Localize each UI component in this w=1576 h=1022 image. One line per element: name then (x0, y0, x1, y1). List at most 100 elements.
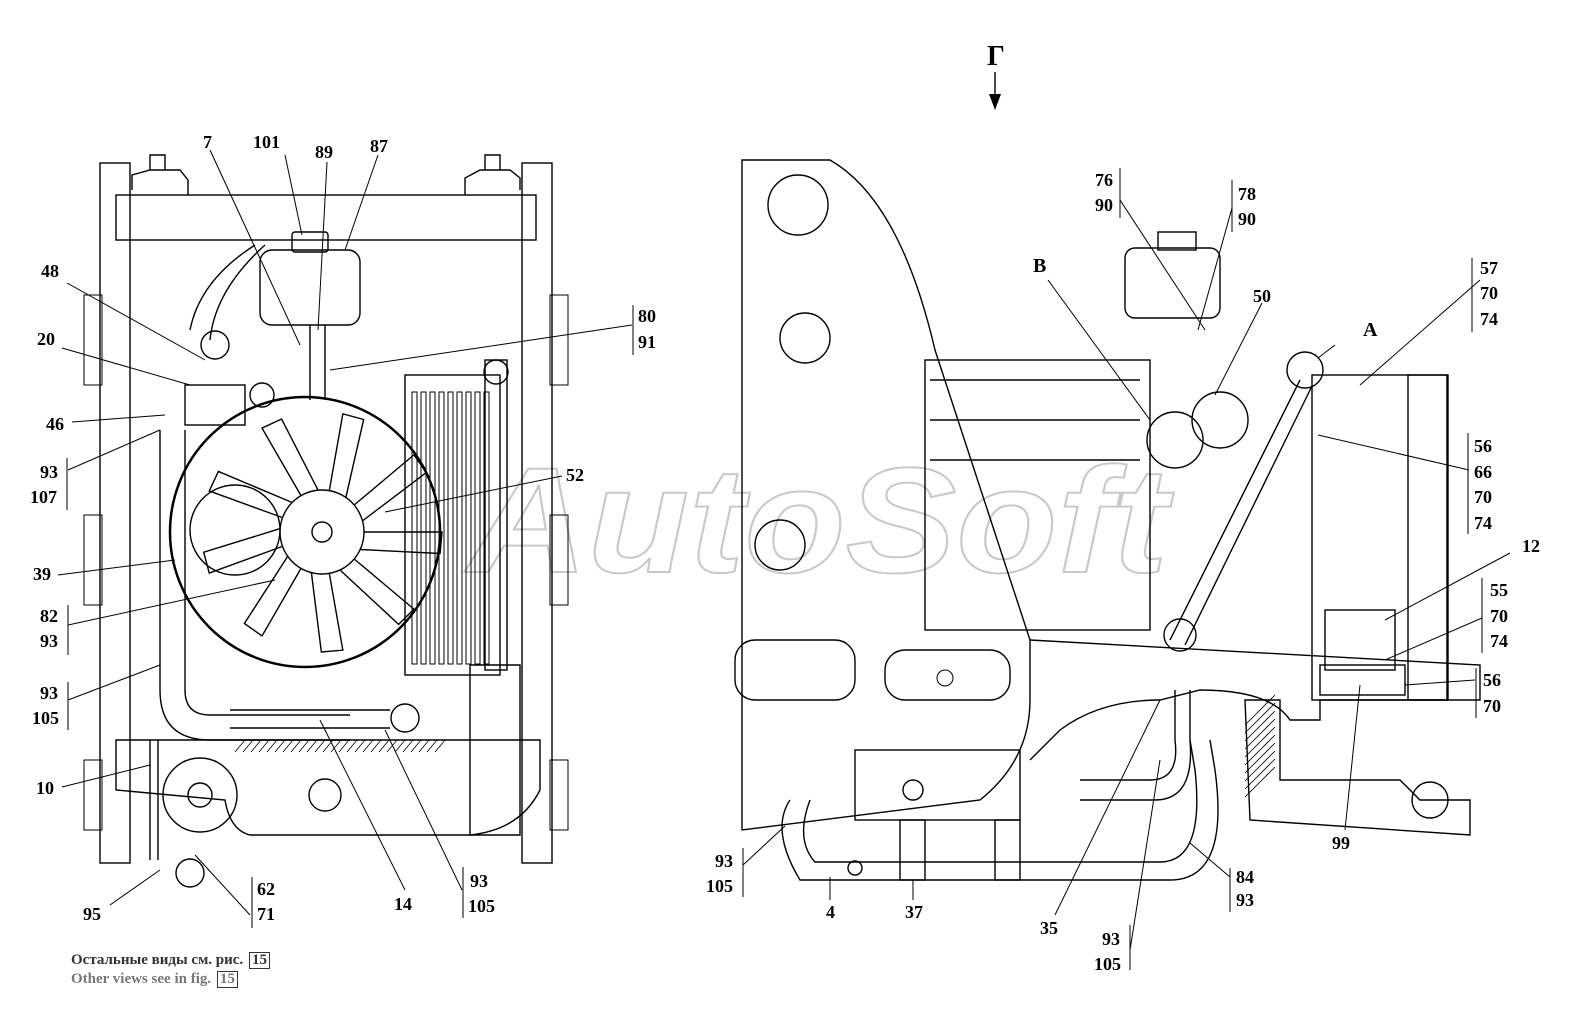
hatch-right (1244, 694, 1276, 798)
tensioner-pulley (1163, 618, 1197, 652)
radiator-post-top (483, 359, 509, 385)
callout-39: 39 (33, 564, 51, 584)
callout-87: 87 (370, 136, 388, 156)
callout-105-lower: 105 (706, 876, 733, 896)
coolant-pipe-14 (230, 709, 390, 729)
radiator-side-view (1311, 374, 1448, 701)
hatch-stroke (250, 739, 262, 753)
hatch-stroke (354, 739, 366, 753)
detail-label-a: А (1363, 319, 1378, 341)
water-pump-pulley (200, 330, 230, 360)
callout-95: 95 (83, 904, 101, 924)
note-en-fig-ref[interactable]: 15 (216, 971, 238, 988)
note-en-text: Other views see in fig. (71, 971, 212, 987)
right-side-flange-3 (549, 759, 569, 831)
callout-70-d: 70 (1483, 696, 1501, 716)
hatch-stroke (242, 739, 254, 753)
callouts-left: 7 101 89 87 48 20 46 93 107 39 82 93 93 … (30, 132, 656, 924)
callout-93-84: 93 (1236, 890, 1254, 910)
callout-93-bottom: 93 (470, 871, 488, 891)
callout-71: 71 (257, 904, 275, 924)
left-frame-rail (99, 162, 131, 864)
view-label-g: Г (987, 41, 1005, 72)
water-pump-50 (1191, 391, 1249, 449)
view-arrow-head (989, 94, 1001, 110)
callout-74-c: 74 (1490, 631, 1508, 651)
right-lifting-bracket (464, 154, 521, 195)
callout-90-a: 90 (1095, 195, 1113, 215)
radiator-fin (411, 391, 418, 665)
hatch-stroke (402, 739, 414, 753)
fan-blade (353, 453, 428, 522)
radiator-base-99 (1319, 664, 1406, 696)
hatch-stroke (234, 739, 246, 753)
bottom-plate-hole (308, 778, 342, 812)
detail-label-v: В (1033, 255, 1046, 277)
hose-89 (309, 325, 326, 400)
coolant-pipe-39-inner (184, 430, 350, 716)
fan-blade (339, 558, 415, 626)
bottom-mounting-plate (115, 739, 541, 836)
callout-90-b: 90 (1238, 209, 1256, 229)
drain-pipe-10 (149, 740, 159, 860)
callout-93-105-top: 93 (40, 683, 58, 703)
callout-62: 62 (257, 879, 275, 899)
callout-35: 35 (1040, 918, 1058, 938)
radiator-tank (1407, 374, 1449, 701)
filter-mount-2 (994, 819, 1021, 881)
hose-upper (189, 244, 266, 341)
idler-pulley (1146, 411, 1204, 469)
callout-82: 82 (40, 606, 58, 626)
hatch-stroke (1244, 742, 1276, 774)
hatch-stroke (386, 739, 398, 753)
callout-105-right: 105 (1094, 954, 1121, 974)
left-side-flange-3 (83, 759, 103, 831)
callout-89: 89 (315, 142, 333, 162)
frame-slot-2 (884, 649, 1011, 701)
note-en: Other views see in fig. 15 (71, 970, 238, 989)
hatch-stroke (338, 739, 350, 753)
expansion-tank (259, 249, 361, 326)
frame-hole-2 (779, 312, 831, 364)
callout-66: 66 (1474, 462, 1492, 482)
hatch-stroke (362, 739, 374, 753)
callout-93-lower: 93 (715, 851, 733, 871)
hatch-stroke (1244, 758, 1276, 790)
hose-clamp-93 (847, 860, 863, 876)
callout-105-left: 105 (32, 708, 59, 728)
hatch-stroke (418, 739, 430, 753)
hatch-stroke (1244, 710, 1276, 742)
top-crossmember (115, 194, 537, 241)
radiator-fin (447, 391, 454, 665)
callout-78: 78 (1238, 184, 1256, 204)
drain-housing-core (187, 782, 213, 808)
hatch-stroke (410, 739, 422, 753)
lower-chassis-rail (1029, 639, 1481, 761)
thermostat-housing-20 (184, 384, 246, 426)
callout-56-b: 56 (1483, 670, 1501, 690)
hatch-stroke (1244, 694, 1276, 726)
lower-pipe-4 (781, 739, 1219, 881)
drain-housing (162, 757, 238, 833)
callout-74-a: 74 (1480, 309, 1498, 329)
callout-10: 10 (36, 778, 54, 798)
tie-rod-strut (1169, 379, 1313, 646)
note-ru-fig-ref[interactable]: 15 (248, 952, 270, 969)
fan-blade (202, 527, 283, 574)
hatch-stroke (330, 739, 342, 753)
note-ru: Остальные виды см. рис. 15 (71, 951, 270, 970)
hatch-stroke (1244, 766, 1276, 798)
callout-70-c: 70 (1490, 606, 1508, 626)
left-view-front-drawing (83, 154, 569, 888)
callout-80: 80 (638, 306, 656, 326)
hatch-stroke (266, 739, 278, 753)
callout-57: 57 (1480, 258, 1498, 278)
left-side-flange-2 (83, 514, 103, 606)
thermostat-port (249, 382, 275, 408)
callout-105-bottom: 105 (468, 896, 495, 916)
fan-blade (208, 470, 293, 519)
hatch-stroke (322, 739, 334, 753)
callout-50: 50 (1253, 286, 1271, 306)
side-frame-plate (741, 159, 1031, 831)
callout-84: 84 (1236, 867, 1254, 887)
